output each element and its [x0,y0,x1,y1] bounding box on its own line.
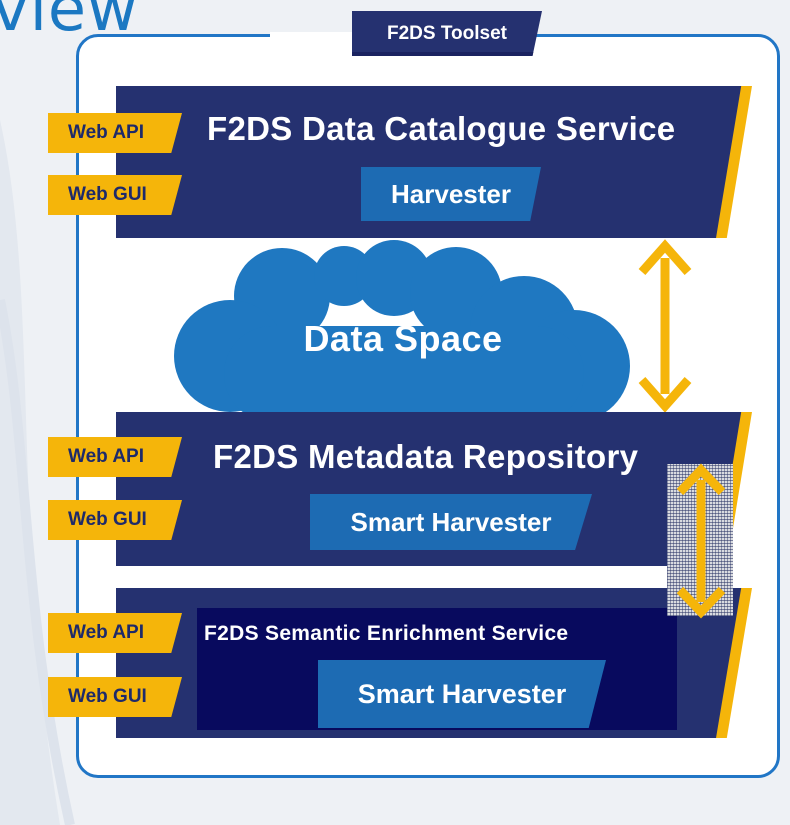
data-catalogue-title: F2DS Data Catalogue Service [207,110,676,147]
slide-title: view [0,0,139,45]
metadata-repository-title: F2DS Metadata Repository [213,438,639,475]
metadata-repository-web-gui-tag: Web GUI [48,500,182,540]
double-arrow-icon [638,239,692,413]
data-space-cloud: Data Space [174,238,632,428]
metadata-repository-web-api-tag: Web API [48,437,182,477]
harvester-box: Harvester [361,167,541,221]
data-catalogue-web-api-tag: Web API [48,113,182,153]
smart-harvester-box-semantic: Smart Harvester [318,660,606,728]
cloud-icon [174,240,630,422]
smart-harvester-box-repository: Smart Harvester [310,494,592,550]
toolset-tab: F2DS Toolset [352,11,542,56]
band-divider [116,566,730,588]
data-space-label: Data Space [303,318,503,359]
semantic-enrichment-web-api-tag: Web API [48,613,182,653]
frame-gap [270,32,352,38]
semantic-enrichment-title: F2DS Semantic Enrichment Service [204,622,569,645]
double-arrow-icon-lower [676,463,726,619]
data-catalogue-web-gui-tag: Web GUI [48,175,182,215]
semantic-enrichment-web-gui-tag: Web GUI [48,677,182,717]
